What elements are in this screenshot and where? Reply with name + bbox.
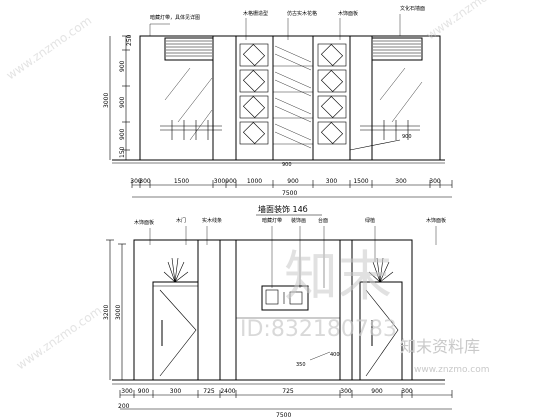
elevation-a-vertical-dims: 250 900 900 900 150 3000 (103, 34, 133, 161)
watermark-id: ID:832180783 (240, 317, 397, 342)
floor-mark-b-1: 350 (296, 362, 306, 368)
elevation-a-horizontal-dims (132, 184, 452, 198)
dim-label: 900 (138, 388, 150, 395)
center-lattice-screen (235, 35, 351, 161)
callout-a-3: 仿古实木花格 (287, 10, 317, 17)
dim-label: 2400 (220, 388, 235, 395)
watermark: 知末 ID:832180783 知末资料库 www.znzmo.com www.… (4, 0, 514, 375)
callout-b-4: 暗藏灯带 (262, 217, 282, 224)
dim-label: 725 (282, 388, 294, 395)
drawing-title: 墙面装饰 14б (258, 204, 308, 214)
watermark-url: www.znzmo.com (414, 365, 489, 375)
dim-label: 300 (139, 178, 151, 185)
dim-label: 1500 (353, 178, 368, 185)
center-counter (235, 240, 341, 380)
dim-label: 900 (371, 388, 383, 395)
watermark-diag-bottom-left: www.znzmo.com (14, 303, 104, 372)
floor-mark-a-2: 900 (402, 134, 412, 140)
floor-mark-b-2: 400 (330, 352, 340, 358)
dim-label: 300 (340, 388, 352, 395)
total-width-a: 7500 (282, 190, 297, 197)
dim-label: 300 (326, 178, 338, 185)
dim-label: 300 (170, 388, 182, 395)
elevation-a: 暗藏灯带，具体见详图 木格栅造型 仿古实木花格 木饰面板 文化石墙面 250 9… (103, 5, 453, 198)
dim-label: 300 (429, 178, 441, 185)
callout-a-2: 木格栅造型 (243, 10, 268, 17)
vdim-a-upper: 900 (119, 60, 126, 72)
callout-b-1: 木饰面板 (134, 219, 154, 226)
callout-b-7: 绿植 (365, 217, 375, 224)
dim-label: 300 (401, 388, 413, 395)
dim-label: 725 (203, 388, 215, 395)
dim-label: 1000 (247, 178, 262, 185)
vdim-b-overall: 3200 (103, 305, 110, 320)
dim-label: 300 (395, 178, 407, 185)
watermark-diag-left: www.znzmo.com (4, 13, 94, 82)
callout-a-5: 文化石墙面 (400, 5, 425, 12)
small-dim-b: 200 (118, 403, 130, 410)
callout-b-3: 实木线条 (202, 217, 222, 224)
dim-label: 900 (225, 178, 237, 185)
vdim-a-top: 250 (126, 34, 133, 46)
hdims-b-row: 300 900 300 725 2400 725 300 900 300 (119, 388, 453, 398)
callout-b-2: 木门 (176, 217, 186, 224)
dim-label: 300 (214, 178, 226, 185)
callout-a-1: 暗藏灯带，具体见详图 (150, 14, 200, 21)
floor-mark-a-1: 900 (282, 162, 292, 168)
right-door-cabinet (351, 240, 403, 381)
vdim-b-inner: 3000 (115, 305, 122, 320)
dim-label: 300 (130, 178, 142, 185)
left-grille-panel (160, 36, 222, 160)
watermark-brand: 知末 (284, 245, 392, 308)
vdim-a-overall: 3000 (103, 93, 110, 108)
elevation-b-leaders (149, 226, 437, 288)
callout-b-8: 木饰面板 (426, 217, 446, 224)
total-width-b: 7500 (276, 412, 291, 419)
callout-b-5: 装饰画 (291, 217, 306, 224)
dim-label: 1500 (174, 178, 189, 185)
vdim-a-bottom: 150 (119, 146, 126, 158)
elevation-b-vertical-dims: 3200 3000 (103, 239, 126, 380)
callout-b-6: 台面 (318, 217, 328, 224)
left-door-cabinet (152, 240, 221, 381)
watermark-diag-top-right: www.znzmo.com (424, 0, 514, 42)
right-grille-panel (349, 36, 423, 160)
callout-a-4: 木饰面板 (338, 10, 358, 17)
dim-label: 300 (121, 388, 133, 395)
elevation-a-leaders (149, 14, 401, 40)
elevation-b-horizontal-dims (120, 394, 452, 410)
dim-label: 900 (287, 178, 299, 185)
elevation-b: 木饰面板 木门 实木线条 暗藏灯带 装饰画 台面 绿植 木饰面板 3200 30… (103, 217, 453, 419)
elevation-a-outline (139, 35, 441, 161)
vdim-a-lower: 900 (119, 128, 126, 140)
watermark-library: 知末资料库 (400, 337, 480, 356)
vdim-a-mid: 900 (119, 96, 126, 108)
